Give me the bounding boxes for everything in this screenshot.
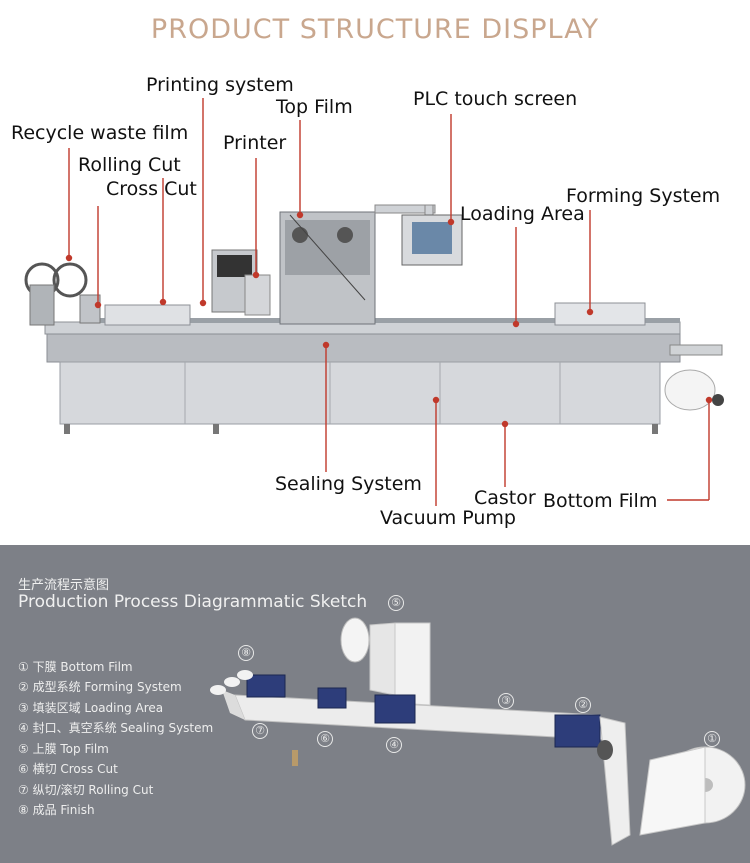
step-8: ⑧ 成品 Finish xyxy=(18,803,95,817)
marker-7: ⑦ xyxy=(252,723,268,739)
marker-2: ② xyxy=(575,697,591,713)
machine-lower-cabinet xyxy=(59,361,661,425)
step-1: ① 下膜 Bottom Film xyxy=(18,660,133,674)
step-5: ⑤ 上膜 Top Film xyxy=(18,742,109,756)
process-sketch-panel: 生产流程示意图 Production Process Diagrammatic … xyxy=(0,545,750,863)
label-rolling-cut: Rolling Cut xyxy=(78,154,181,176)
marker-8: ⑧ xyxy=(238,645,254,661)
label-plc-touch-screen: PLC touch screen xyxy=(413,88,578,110)
label-printing-system: Printing system xyxy=(146,74,294,96)
marker-1: ① xyxy=(704,731,720,747)
label-sealing-system: Sealing System xyxy=(275,473,422,495)
label-loading-area: Loading Area xyxy=(460,203,585,225)
process-sketch-illustration xyxy=(210,617,746,846)
sketch-title-zh: 生产流程示意图 xyxy=(18,578,110,593)
step-3: ③ 填装区域 Loading Area xyxy=(18,701,164,715)
sketch-title-en: Production Process Diagrammatic Sketch xyxy=(18,592,368,612)
marker-3: ③ xyxy=(498,693,514,709)
structure-panel: PRODUCT STRUCTURE DISPLAY xyxy=(11,14,724,529)
page-title: PRODUCT STRUCTURE DISPLAY xyxy=(150,14,600,45)
label-printer: Printer xyxy=(223,132,287,154)
step-2: ② 成型系统 Forming System xyxy=(18,680,182,694)
marker-6: ⑥ xyxy=(317,731,333,747)
step-6: ⑥ 横切 Cross Cut xyxy=(18,762,118,776)
label-cross-cut: Cross Cut xyxy=(106,178,197,200)
label-forming-system: Forming System xyxy=(566,185,721,207)
step-4: ④ 封口、真空系统 Sealing System xyxy=(18,721,214,735)
step-7: ⑦ 纵切/滚切 Rolling Cut xyxy=(18,783,154,797)
label-vacuum-pump: Vacuum Pump xyxy=(380,507,516,529)
marker-5: ⑤ xyxy=(388,595,404,611)
label-recycle-waste-film: Recycle waste film xyxy=(11,122,189,144)
label-top-film: Top Film xyxy=(276,96,353,118)
label-castor: Castor xyxy=(474,487,536,509)
machine-illustration xyxy=(24,98,724,506)
marker-4: ④ xyxy=(386,737,402,753)
machine-body-band xyxy=(46,333,681,363)
label-bottom-film: Bottom Film xyxy=(543,490,658,512)
